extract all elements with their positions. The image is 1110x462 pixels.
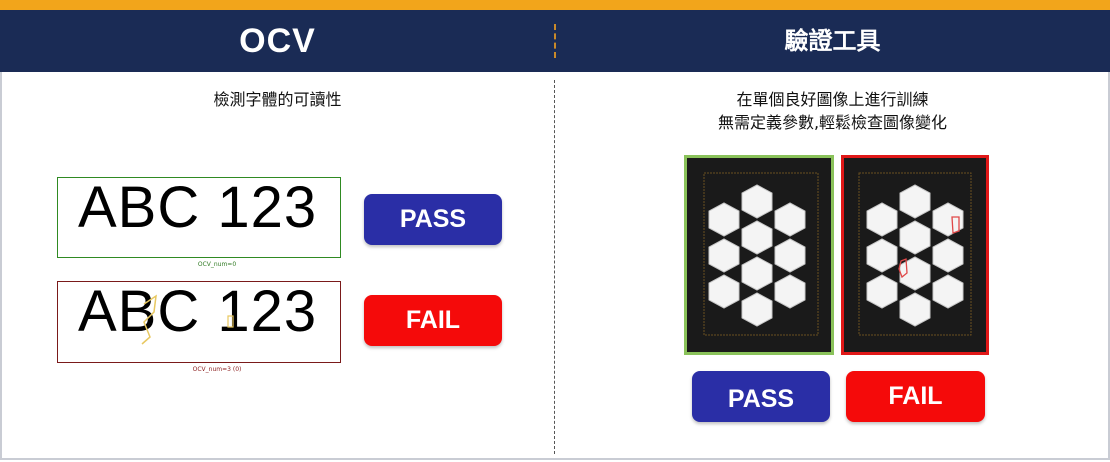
accent-bar [0,0,1110,10]
ocr-sample-pass: ABC 123 [57,175,341,258]
section-divider [554,80,555,454]
ocv-title: OCV [239,22,316,60]
verification-tool-title: 驗證工具 [784,27,881,55]
ocr-sample-text: ABC 123 [78,279,318,344]
fail-button-verification[interactable]: FAIL [846,371,985,422]
ocr-sample-text: ABC 123 [78,175,318,240]
ocv-description: 檢測字體的可讀性 [213,90,342,109]
header-divider [554,24,556,58]
verification-description-line2: 無需定義參數,輕鬆檢查圖像變化 [717,113,948,132]
good-sample-image [684,155,834,355]
fail-button-ocv[interactable]: FAIL [364,295,502,346]
defect-sample-image [841,155,989,355]
pass-button-ocv[interactable]: PASS [364,194,502,245]
defect-marks [141,294,234,345]
ocr-caption-pass: OCV_num=0 [197,261,237,268]
ocr-caption-fail: OCV_num=3 (0) [192,366,242,373]
verification-description: 在單個良好圖像上進行訓練 無需定義參數,輕鬆檢查圖像變化 [555,88,1110,134]
ocr-sample-fail: ABC 123 [57,279,341,363]
header-bar: OCV 驗證工具 [0,10,1110,72]
pass-button-verification[interactable]: PASS [692,371,830,422]
verification-description-line1: 在單個良好圖像上進行訓練 [736,90,929,109]
